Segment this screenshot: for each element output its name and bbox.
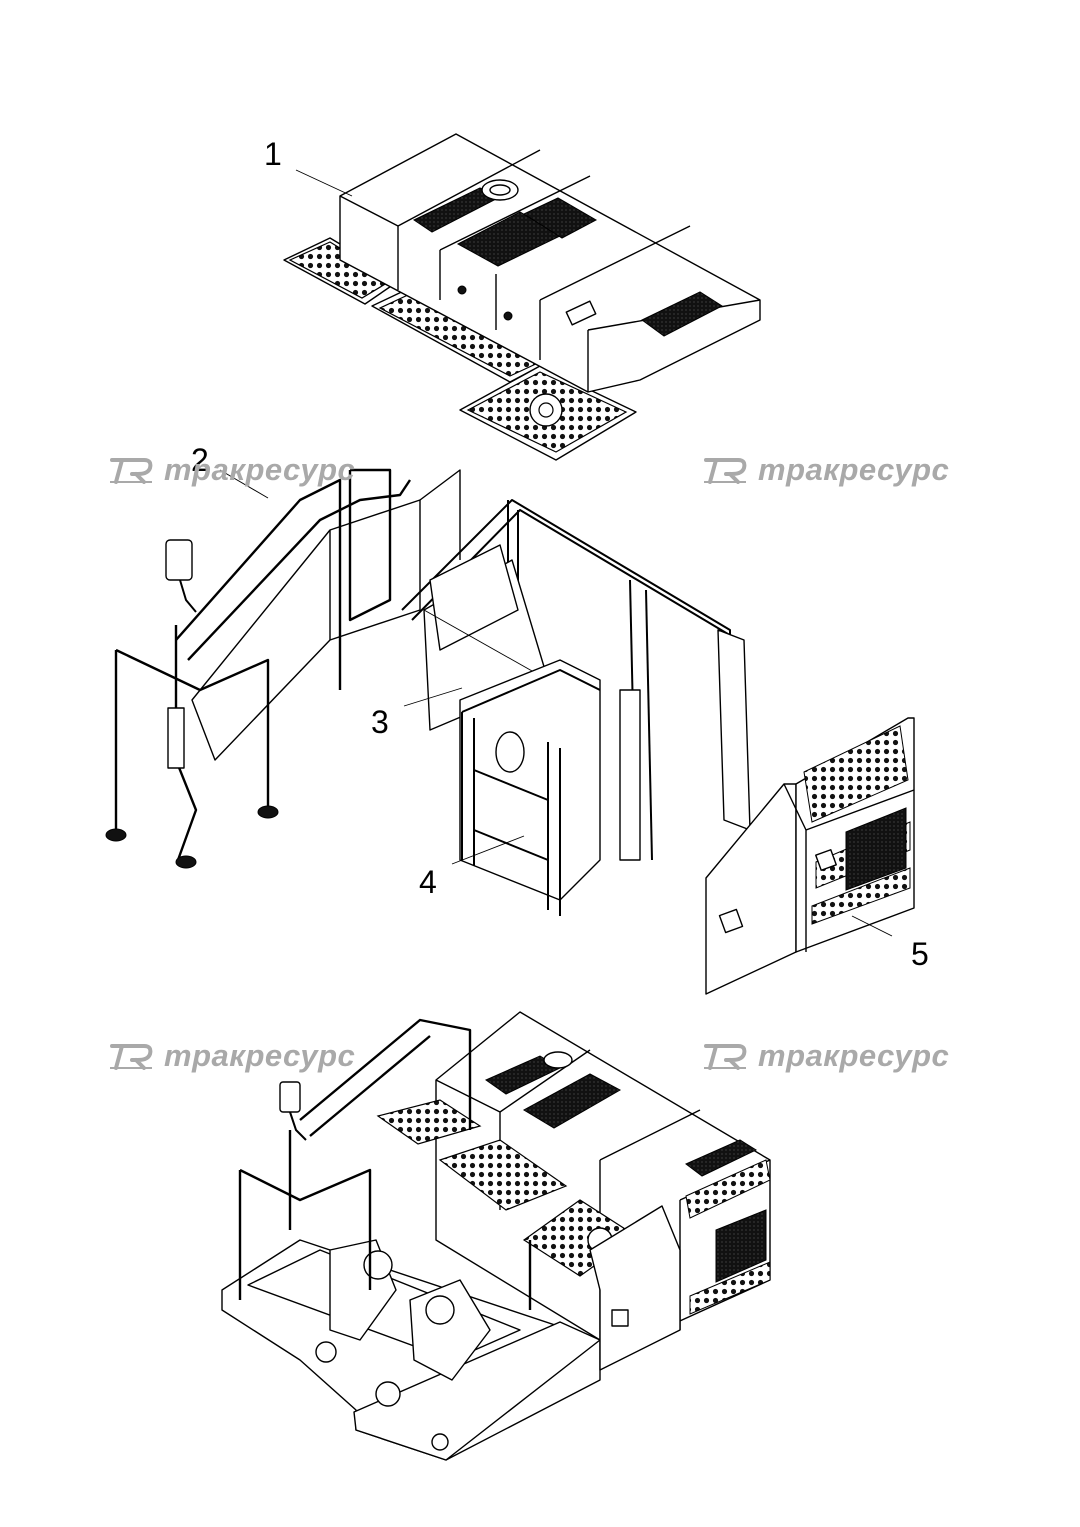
part-3-frame: [401, 499, 751, 861]
tr-logo-icon: [704, 458, 747, 484]
hood-grille-4: [641, 291, 724, 337]
callout-5: 5: [911, 936, 929, 972]
watermark-bottom-right: тракресурс: [702, 1038, 949, 1074]
watermark-text: тракресурс: [164, 452, 356, 487]
mirror-icon: [279, 1081, 307, 1141]
part-2-stairs-handrail: [105, 468, 461, 869]
callout-3: 3: [371, 704, 389, 740]
mirror-icon: [165, 539, 197, 613]
watermark-top-right: тракресурс: [702, 452, 949, 488]
hood-body: [339, 133, 761, 393]
watermark-text: тракресурс: [164, 1038, 356, 1073]
watermark-top-left: тракресурс: [108, 452, 355, 488]
hood-grille-3: [522, 197, 598, 239]
callout-2: 2: [191, 442, 209, 478]
watermark-bottom-left: тракресурс: [108, 1038, 355, 1074]
part-4-lower-frame: [459, 659, 641, 916]
part-5-side-door: [705, 717, 915, 995]
callout-4: 4: [419, 864, 437, 900]
tr-logo-icon: [110, 1044, 153, 1070]
tr-logo-icon: [110, 458, 153, 484]
part-1-cover-assembly: [283, 133, 761, 461]
watermark-text: тракресурс: [758, 452, 950, 487]
assembled-view: [221, 1011, 771, 1461]
tr-logo-icon: [704, 1044, 747, 1070]
leader-lines: [219, 169, 893, 937]
watermark-text: тракресурс: [758, 1038, 950, 1073]
callout-1: 1: [264, 136, 282, 172]
